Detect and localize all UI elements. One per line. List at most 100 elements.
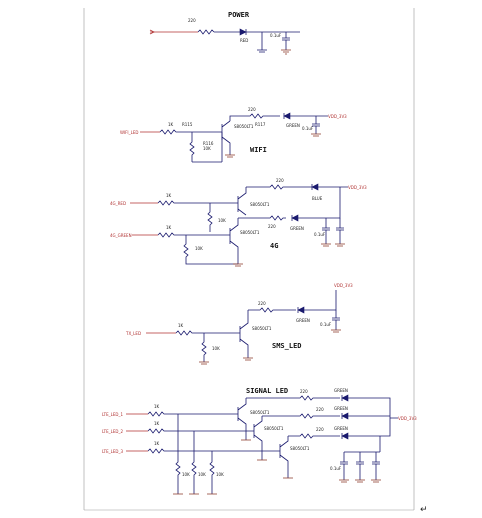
signal-r-led-1: 220 [300,389,308,394]
g4-green-transistor-model: S8050LT1 [240,230,260,235]
signal-base-resistor-2 [147,428,254,434]
wifi-out-net: VDD_3V3 [328,114,347,119]
wifi-pull-resistor [189,132,195,162]
signal-led-1 [341,394,349,402]
sms-net-label: TX_LED [125,331,141,336]
signal-pull-resistor-1 [175,414,181,494]
sms-out-net: VDD_3V3 [334,283,353,288]
wifi-title: WIFI [250,146,267,154]
sms-r2-value: 10K [212,346,220,351]
sms-led-resistor [248,307,296,313]
g4-blue-led [311,183,319,191]
signal-transistor-model-3: S8050LT1 [290,446,310,451]
signal-transistor-3 [279,436,289,478]
power-resistor [197,29,215,35]
wifi-r2-ref: R116 [203,141,214,146]
g4-r-base-green: 1K [166,225,172,230]
signal-r-pull-3: 10K [216,472,224,477]
signal-led-color-1: GREEN [334,388,348,393]
signal-base-resistor-1 [147,411,238,417]
wifi-r2-value: 10K [203,146,211,151]
wifi-net-label: WIFI_LED [120,130,138,135]
sms-base-resistor [175,330,232,336]
signal-led-color-2: GREEN [334,406,348,411]
signal-pull-resistor-2 [191,431,197,494]
wifi-cap-value: 0.1uF [302,126,314,131]
return-mark: ↵ [420,505,428,515]
signal-net-3: LTE_LED_3 [102,449,123,454]
signal-transistor-model-2: S8050LT1 [264,426,284,431]
g4-red-transistor-model: S8050LT1 [250,202,270,207]
signal-pull-resistor-3 [209,451,215,494]
wifi-r1-ref: R115 [182,122,193,127]
g4-r-pull-red: 10K [218,218,226,223]
signal-r-base-3: 1K [154,441,160,446]
g4-out-net: VDD_3V3 [348,185,367,190]
power-title: POWER [228,11,250,19]
wifi-transistor-model: S8050LT1 [234,124,254,129]
wifi-r1-value: 1K [168,122,174,127]
signal-r-base-1: 1K [154,404,160,409]
wifi-led-resistor [229,113,280,121]
g4-red-base-resistor [157,200,225,206]
wifi-led [283,112,291,120]
power-led-color: RED [240,38,248,43]
wifi-led-color: GREEN [286,123,300,128]
signal-base-resistor-3 [147,448,280,454]
signal-led-3 [341,432,349,440]
signal-title: SIGNAL LED [246,387,288,395]
g4-cap-value: 0.1uF [314,232,326,237]
g4-red-transistor [225,187,247,216]
wifi-r3-ref: R117 [255,122,266,127]
g4-net-green: 4G_GREEN [110,233,132,238]
signal-transistor-model-1: S8050LT1 [250,410,270,415]
signal-out-net: VDD_3V3 [398,416,417,421]
g4-section: 4G_RED 1K 10K S8050LT1 4G_GREEN 1K 10K S… [110,178,367,267]
g4-led-blue-color: BLUE [312,196,323,201]
power-resistor-value: 220 [188,18,196,23]
power-cap-value: 0.1uF [270,33,282,38]
sms-led [297,306,305,314]
power-led [239,28,247,36]
signal-section: SIGNAL LED LTE_LED_1 1K LTE_LED_2 1K LTE… [102,387,417,495]
signal-r-led-3: 220 [316,427,324,432]
sms-section: TX_LED 1K 10K S8050LT1 220 GREEN VDD_3V3… [125,283,353,365]
signal-r-pull-2: 10K [198,472,206,477]
g4-green-led [291,214,299,222]
g4-green-transistor [225,218,239,264]
signal-led-2 [341,412,349,420]
g4-r-pull-green: 10K [195,246,203,251]
power-section: POWER 220 RED 0.1uF [149,11,300,55]
signal-r-base-2: 1K [154,421,160,426]
g4-r-led-2: 220 [268,224,276,229]
sms-led-color: GREEN [296,318,310,323]
wifi-section: WIFI_LED 1K R115 R116 10K S8050LT1 220 R… [120,107,347,163]
sms-transistor [232,310,249,358]
g4-led-green-color: GREEN [290,226,304,231]
signal-led-color-3: GREEN [334,426,348,431]
g4-green-led-resistor [238,215,286,221]
signal-r-led-2: 220 [316,407,324,412]
g4-net-red: 4G_RED [110,201,126,206]
power-ground [281,49,291,55]
signal-net-1: LTE_LED_1 [102,412,123,417]
g4-blue-led-resistor [246,184,312,190]
wifi-base-resistor [159,129,210,135]
signal-transistor-1 [237,398,247,440]
g4-r-base-red: 1K [166,193,172,198]
signal-net-2: LTE_LED_2 [102,429,123,434]
sms-transistor-model: S8050LT1 [252,326,272,331]
wifi-transistor [210,120,231,155]
g4-green-base-resistor [157,232,225,238]
signal-r-pull-1: 10K [182,472,190,477]
signal-cap-value: 0.1uF [330,466,342,471]
sms-cap-value: 0.1uF [320,322,332,327]
sms-title: SMS_LED [272,342,302,350]
g4-title: 4G [270,242,278,250]
signal-transistor-2 [253,416,263,460]
g4-r-led-1: 220 [276,178,284,183]
sms-r1-value: 1K [178,323,184,328]
wifi-r3-value: 220 [248,107,256,112]
